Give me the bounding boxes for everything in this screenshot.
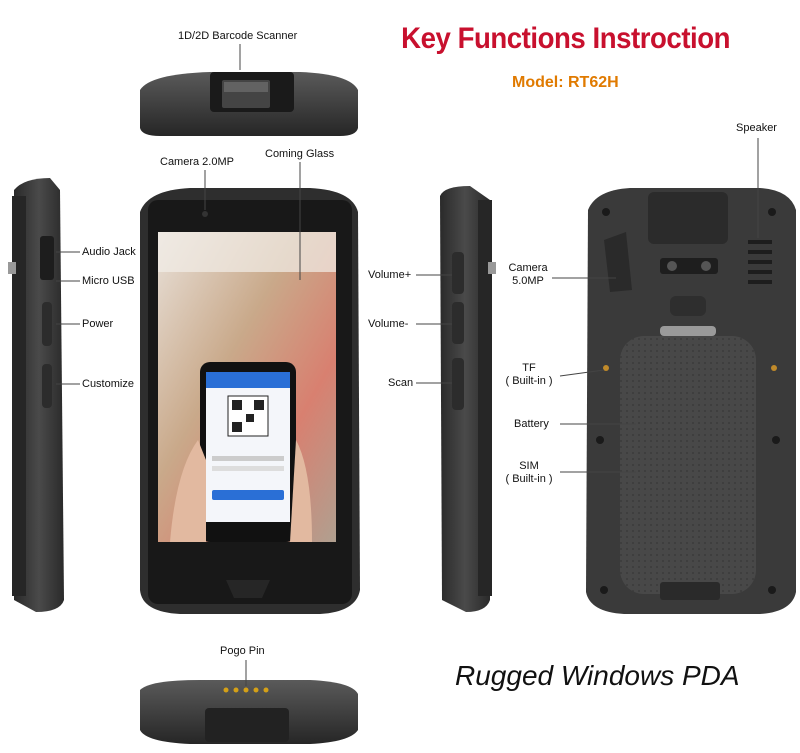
- label-camera-front: Camera 2.0MP: [160, 156, 234, 168]
- label-scan: Scan: [388, 377, 414, 389]
- label-audio-jack: Audio Jack: [82, 246, 136, 258]
- label-sim: SIM ( Built-in ): [498, 460, 560, 486]
- left-side-view: [8, 178, 64, 612]
- customize-button: [42, 364, 52, 408]
- audio-usb-port: [40, 236, 54, 280]
- label-battery: Battery: [514, 418, 549, 430]
- label-micro-usb: Micro USB: [82, 275, 135, 287]
- back-view: [586, 188, 796, 614]
- label-camera-rear-line2: 5.0MP: [512, 275, 544, 287]
- label-sim-line2: ( Built-in ): [505, 473, 553, 485]
- label-volume-up: Volume+: [368, 269, 412, 281]
- volume-down-button: [452, 302, 464, 344]
- speaker-grille: [748, 240, 772, 284]
- pogo-pins: [223, 687, 269, 693]
- page-title: Key Functions Instroction: [401, 22, 731, 55]
- top-view: [140, 72, 358, 136]
- label-tf-line1: TF: [522, 362, 536, 374]
- label-sim-line1: SIM: [519, 460, 539, 472]
- label-power: Power: [82, 318, 114, 330]
- volume-up-button: [452, 252, 464, 294]
- scan-button: [452, 358, 464, 410]
- label-camera-rear-line1: Camera: [508, 262, 548, 274]
- label-barcode-scanner: 1D/2D Barcode Scanner: [178, 30, 298, 42]
- front-camera: [202, 211, 208, 217]
- label-pogo-pin: Pogo Pin: [220, 645, 265, 657]
- power-button: [42, 302, 52, 346]
- label-coming-glass: Coming Glass: [265, 148, 335, 160]
- battery-cover: [620, 336, 756, 594]
- model-value: RT62H: [568, 74, 619, 91]
- model-label: Model: RT62H: [512, 74, 619, 92]
- label-customize: Customize: [82, 378, 134, 390]
- label-tf-line2: ( Built-in ): [505, 375, 553, 387]
- label-tf: TF ( Built-in ): [498, 362, 560, 388]
- bottom-view: [140, 680, 358, 744]
- right-side-view: [440, 186, 496, 612]
- front-view: [140, 188, 360, 614]
- label-camera-rear: Camera 5.0MP: [500, 262, 556, 288]
- leader-lines: [56, 44, 759, 686]
- label-speaker: Speaker: [736, 122, 777, 134]
- model-key: Model:: [512, 74, 564, 91]
- label-volume-down: Volume-: [368, 318, 409, 330]
- product-subtitle: Rugged Windows PDA: [455, 660, 740, 691]
